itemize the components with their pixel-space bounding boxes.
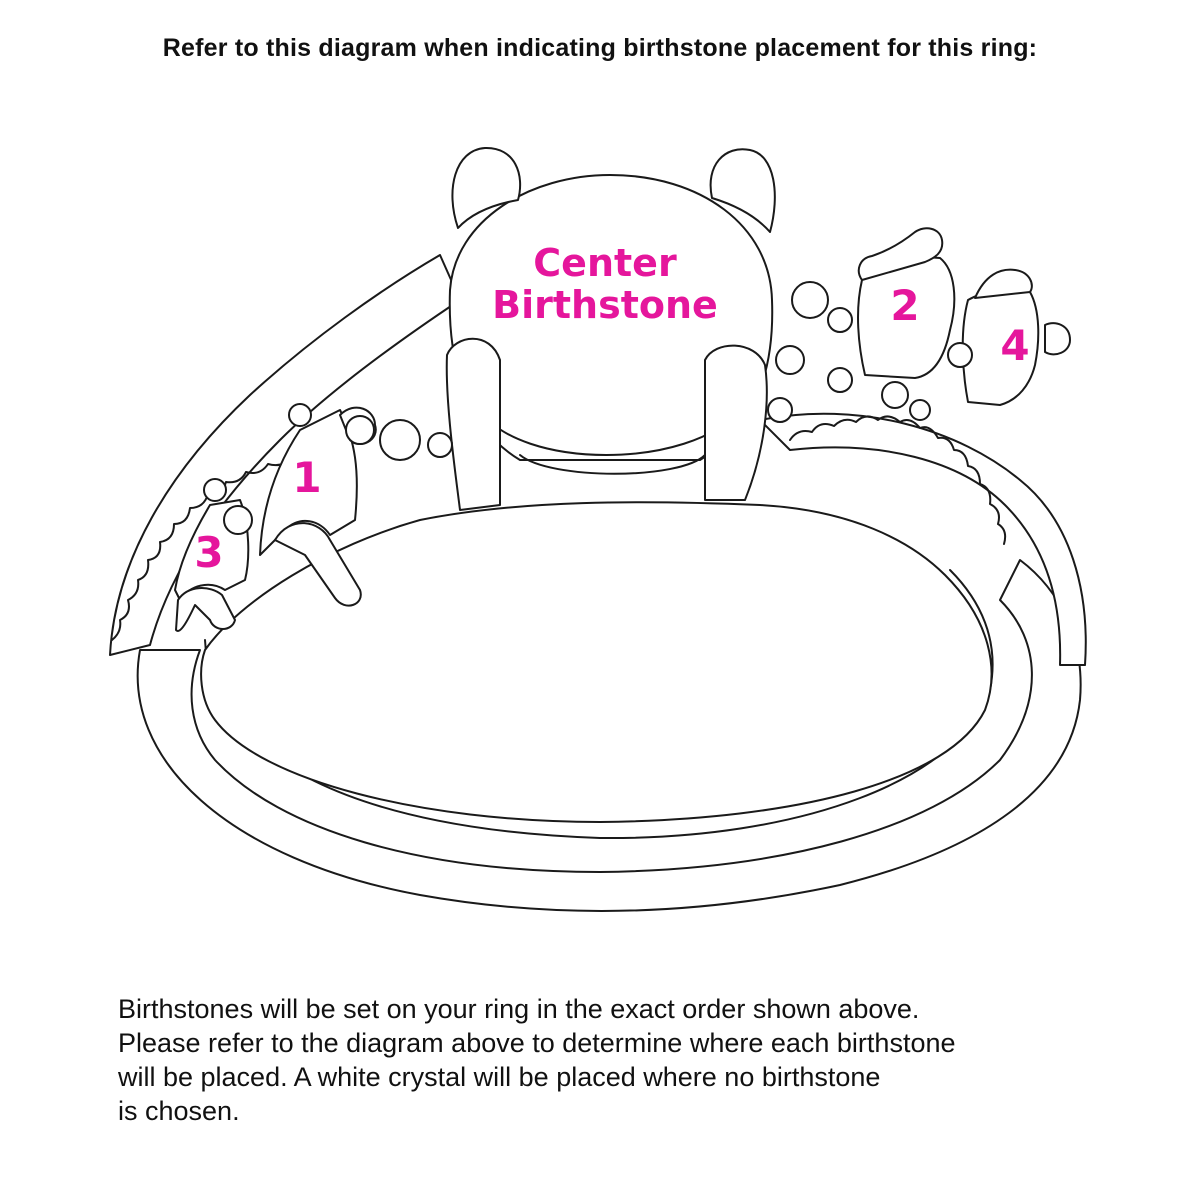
prong-top-right [709,148,776,233]
right-cluster [767,281,973,423]
placement-note: Birthstones will be set on your ring in … [118,994,956,1126]
stone-4-label: 4 [1000,321,1030,370]
prong-bottom-left [445,337,501,511]
center-birthstone-label: Center Birthstone [492,241,718,327]
stone-3-prongs [175,587,236,632]
right-shoulder-beads [789,415,1007,545]
stone-2-prongs [857,227,944,281]
prong-bottom-right [704,344,768,501]
stone-4-prongs [974,268,1071,356]
stone-1-label: 1 [292,453,322,502]
ring-band-outer [136,559,1082,913]
stone-1-setting [259,409,358,556]
left-cluster [203,403,453,535]
stone-3-label: 3 [194,528,224,577]
right-shoulder [759,412,1087,666]
stone-2-label: 2 [890,281,920,330]
ring-opening [200,501,993,823]
prong-top-left [451,146,522,229]
page-title: Refer to this diagram when indicating bi… [162,34,1038,62]
